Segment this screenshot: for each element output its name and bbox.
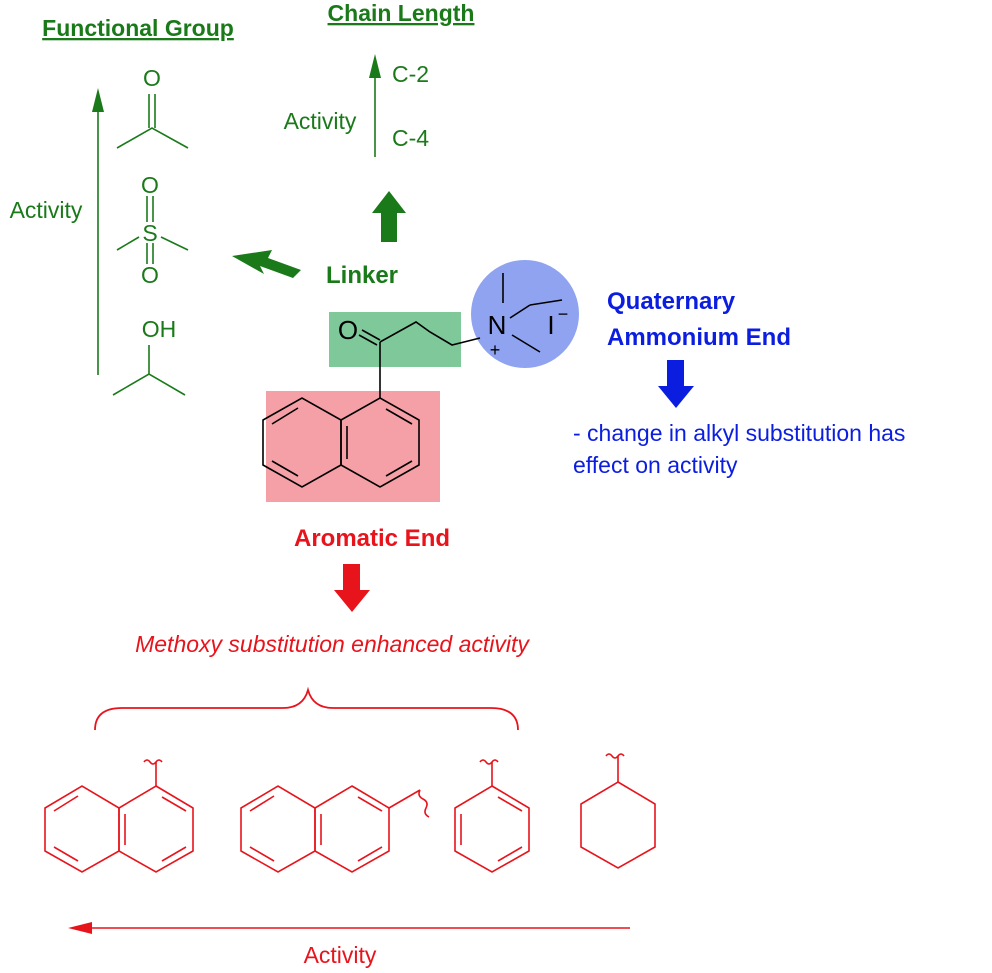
core-molecule: O N + I − bbox=[262, 260, 579, 502]
aromatic-title: Aromatic End bbox=[294, 525, 450, 552]
chain-length-section: Chain Length Activity C-2 C-4 bbox=[284, 0, 475, 242]
cyclohexyl-structure bbox=[580, 753, 656, 869]
sulfone-oxygen-top: O bbox=[141, 172, 159, 198]
carbonyl-oxygen: O bbox=[338, 315, 358, 345]
ammonium-highlight bbox=[471, 260, 579, 368]
aromatic-section: Aromatic End Methoxy substitution enhanc… bbox=[44, 525, 656, 968]
aromatic-note: Methoxy substitution enhanced activity bbox=[135, 631, 530, 657]
aromatic-brace bbox=[94, 686, 519, 731]
sulfone-oxygen-bottom: O bbox=[141, 262, 159, 288]
chain-length-title: Chain Length bbox=[328, 0, 475, 26]
chain-length-c2: C-2 bbox=[392, 61, 429, 87]
nitrogen-atom: N bbox=[488, 310, 507, 340]
naphthyl-2-structure bbox=[240, 785, 430, 873]
chain-length-c4: C-4 bbox=[392, 125, 429, 151]
linker-to-chain-arrow bbox=[372, 191, 406, 242]
iodide-charge: − bbox=[558, 304, 569, 324]
aromatic-down-arrow bbox=[334, 564, 370, 612]
quaternary-down-arrow bbox=[658, 360, 694, 408]
quaternary-title-line2: Ammonium End bbox=[607, 324, 791, 351]
chain-length-activity-arrow bbox=[369, 54, 381, 157]
linker-highlight bbox=[329, 312, 461, 367]
core-bonds bbox=[262, 273, 563, 488]
ketone-oxygen: O bbox=[143, 65, 161, 91]
quaternary-note-line1: - change in alkyl substitution has bbox=[573, 420, 905, 446]
aromatic-structures bbox=[44, 753, 656, 873]
sulfone-sulfur: S bbox=[142, 220, 157, 246]
phenyl-structure bbox=[454, 759, 530, 873]
sulfone-structure bbox=[116, 196, 189, 264]
alcohol-oh: OH bbox=[142, 316, 177, 342]
naphthyl-1-structure bbox=[44, 759, 194, 873]
ketone-structure bbox=[116, 94, 189, 149]
quaternary-title-line1: Quaternary bbox=[607, 288, 736, 315]
linker-to-functional-group-arrow bbox=[232, 250, 301, 278]
functional-group-section: Functional Group Activity O O S O bbox=[10, 15, 234, 396]
aromatic-highlight bbox=[266, 391, 440, 502]
aromatic-activity-label: Activity bbox=[304, 942, 377, 968]
functional-group-activity-arrow bbox=[92, 88, 104, 375]
chain-length-activity-label: Activity bbox=[284, 108, 357, 134]
functional-group-title: Functional Group bbox=[42, 15, 234, 41]
functional-group-activity-label: Activity bbox=[10, 197, 83, 223]
linker-label: Linker bbox=[326, 262, 398, 289]
aromatic-activity-arrow bbox=[68, 922, 630, 934]
iodide-atom: I bbox=[547, 310, 554, 340]
quaternary-note-line2: effect on activity bbox=[573, 452, 738, 478]
quaternary-section: Quaternary Ammonium End - change in alky… bbox=[573, 288, 905, 478]
alcohol-structure bbox=[112, 345, 186, 396]
nitrogen-charge: + bbox=[490, 340, 501, 360]
